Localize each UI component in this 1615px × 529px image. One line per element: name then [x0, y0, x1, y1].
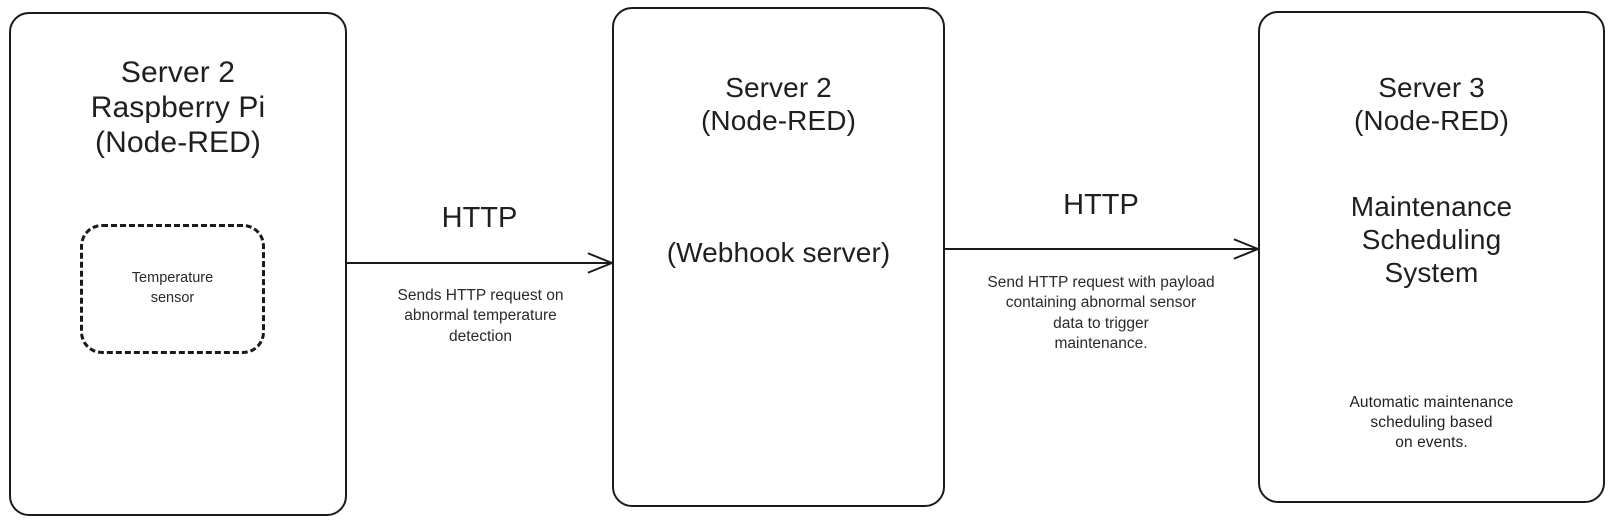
temperature-sensor-box[interactable]: Temperature sensor: [80, 224, 265, 354]
node-maintenance-server-note: Automatic maintenance scheduling based o…: [1349, 394, 1514, 451]
node-maintenance-server-subtitle: Maintenance Scheduling System: [1350, 191, 1513, 288]
temperature-sensor-label: Temperature sensor: [131, 270, 214, 306]
edge-2-protocol-label: HTTP: [1063, 189, 1139, 221]
node-webhook-server[interactable]: Server 2 (Node-RED) (Webhook server): [612, 7, 945, 507]
edge-1-protocol-label: HTTP: [441, 202, 518, 234]
edge-1-description-label: Sends HTTP request on abnormal temperatu…: [397, 287, 564, 345]
node-webhook-server-title: Server 2 (Node-RED): [700, 72, 857, 136]
node-webhook-server-subtitle: (Webhook server): [666, 237, 891, 268]
node-sensor-server-title: Server 2 Raspberry Pi (Node-RED): [90, 56, 266, 160]
node-maintenance-server-title: Server 3 (Node-RED): [1353, 72, 1510, 136]
node-sensor-server[interactable]: Server 2 Raspberry Pi (Node-RED) Tempera…: [9, 12, 347, 516]
node-maintenance-server[interactable]: Server 3 (Node-RED) Maintenance Scheduli…: [1258, 11, 1605, 503]
edge-2-description-label: Send HTTP request with payload containin…: [987, 274, 1215, 353]
edge-2-shaft: [944, 248, 1258, 250]
edge-1-shaft: [347, 262, 612, 264]
